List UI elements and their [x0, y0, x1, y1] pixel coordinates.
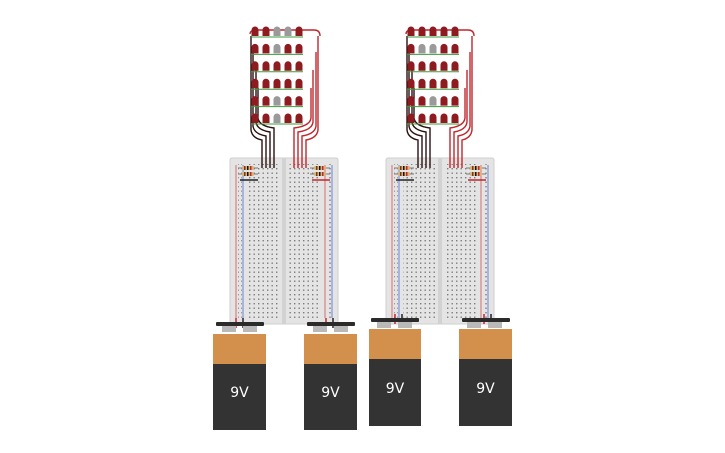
led[interactable]: [284, 61, 292, 71]
resistor-1d[interactable]: [310, 172, 330, 176]
battery-1a[interactable]: 9V: [213, 318, 266, 430]
breadboard-holes-2: [394, 164, 487, 318]
circuit-2: 9V 9V: [369, 26, 512, 426]
battery-label: 9V: [386, 381, 405, 397]
led[interactable]: [251, 113, 259, 123]
led[interactable]: [451, 113, 459, 123]
led[interactable]: [407, 61, 415, 71]
led[interactable]: [273, 61, 281, 71]
led[interactable]: [451, 96, 459, 106]
led[interactable]: [273, 113, 281, 123]
led[interactable]: [262, 78, 270, 89]
led[interactable]: [418, 26, 426, 36]
led[interactable]: [295, 61, 303, 71]
led[interactable]: [418, 96, 426, 106]
resistor-2b[interactable]: [394, 172, 414, 176]
led[interactable]: [440, 78, 448, 89]
led[interactable]: [251, 43, 259, 54]
led[interactable]: [429, 26, 437, 36]
led[interactable]: [262, 96, 270, 106]
led[interactable]: [429, 113, 437, 123]
led[interactable]: [273, 78, 281, 89]
battery-label: 9V: [476, 381, 495, 397]
led[interactable]: [429, 78, 437, 89]
led[interactable]: [273, 96, 281, 106]
led[interactable]: [295, 113, 303, 123]
led[interactable]: [407, 96, 415, 106]
led[interactable]: [440, 96, 448, 106]
led[interactable]: [262, 61, 270, 71]
led-wiring-2[interactable]: [405, 29, 475, 168]
led[interactable]: [451, 78, 459, 89]
breadboard-1[interactable]: [229, 157, 339, 325]
led[interactable]: [251, 61, 259, 71]
led[interactable]: [295, 96, 303, 106]
led[interactable]: [284, 43, 292, 54]
led[interactable]: [295, 43, 303, 54]
led[interactable]: [273, 26, 281, 36]
led[interactable]: [440, 113, 448, 123]
led[interactable]: [407, 43, 415, 54]
led[interactable]: [284, 78, 292, 89]
led[interactable]: [251, 26, 259, 36]
led[interactable]: [295, 26, 303, 36]
battery-1b[interactable]: 9V: [304, 318, 357, 430]
led[interactable]: [418, 113, 426, 123]
led[interactable]: [429, 61, 437, 71]
led-matrix-1: [251, 26, 303, 125]
led-matrix-2: [407, 26, 459, 125]
resistor-2c[interactable]: [466, 166, 486, 170]
battery-label: 9V: [230, 385, 249, 401]
resistor-1c[interactable]: [310, 166, 330, 170]
led[interactable]: [407, 26, 415, 36]
led[interactable]: [418, 43, 426, 54]
resistor-2d[interactable]: [466, 172, 486, 176]
battery-label: 9V: [321, 385, 340, 401]
resistor-2a[interactable]: [394, 166, 414, 170]
led[interactable]: [251, 78, 259, 89]
led[interactable]: [284, 26, 292, 36]
battery-2b[interactable]: 9V: [459, 314, 512, 426]
led[interactable]: [262, 26, 270, 36]
led[interactable]: [407, 78, 415, 89]
led[interactable]: [273, 43, 281, 54]
led[interactable]: [418, 78, 426, 89]
led[interactable]: [407, 113, 415, 123]
led[interactable]: [418, 61, 426, 71]
led[interactable]: [451, 61, 459, 71]
led[interactable]: [429, 96, 437, 106]
led[interactable]: [451, 43, 459, 54]
led[interactable]: [262, 113, 270, 123]
led[interactable]: [295, 78, 303, 89]
circuit-1: 9V 9V: [213, 26, 357, 430]
led[interactable]: [451, 26, 459, 36]
battery-2a[interactable]: 9V: [369, 314, 421, 426]
led[interactable]: [440, 43, 448, 54]
breadboard-holes-1: [238, 164, 331, 318]
led[interactable]: [284, 113, 292, 123]
resistor-1a[interactable]: [238, 166, 258, 170]
led[interactable]: [440, 61, 448, 71]
led[interactable]: [251, 96, 259, 106]
resistor-1b[interactable]: [238, 172, 258, 176]
led[interactable]: [429, 43, 437, 54]
breadboard-2[interactable]: [385, 157, 495, 325]
led[interactable]: [284, 96, 292, 106]
led[interactable]: [262, 43, 270, 54]
led[interactable]: [440, 26, 448, 36]
